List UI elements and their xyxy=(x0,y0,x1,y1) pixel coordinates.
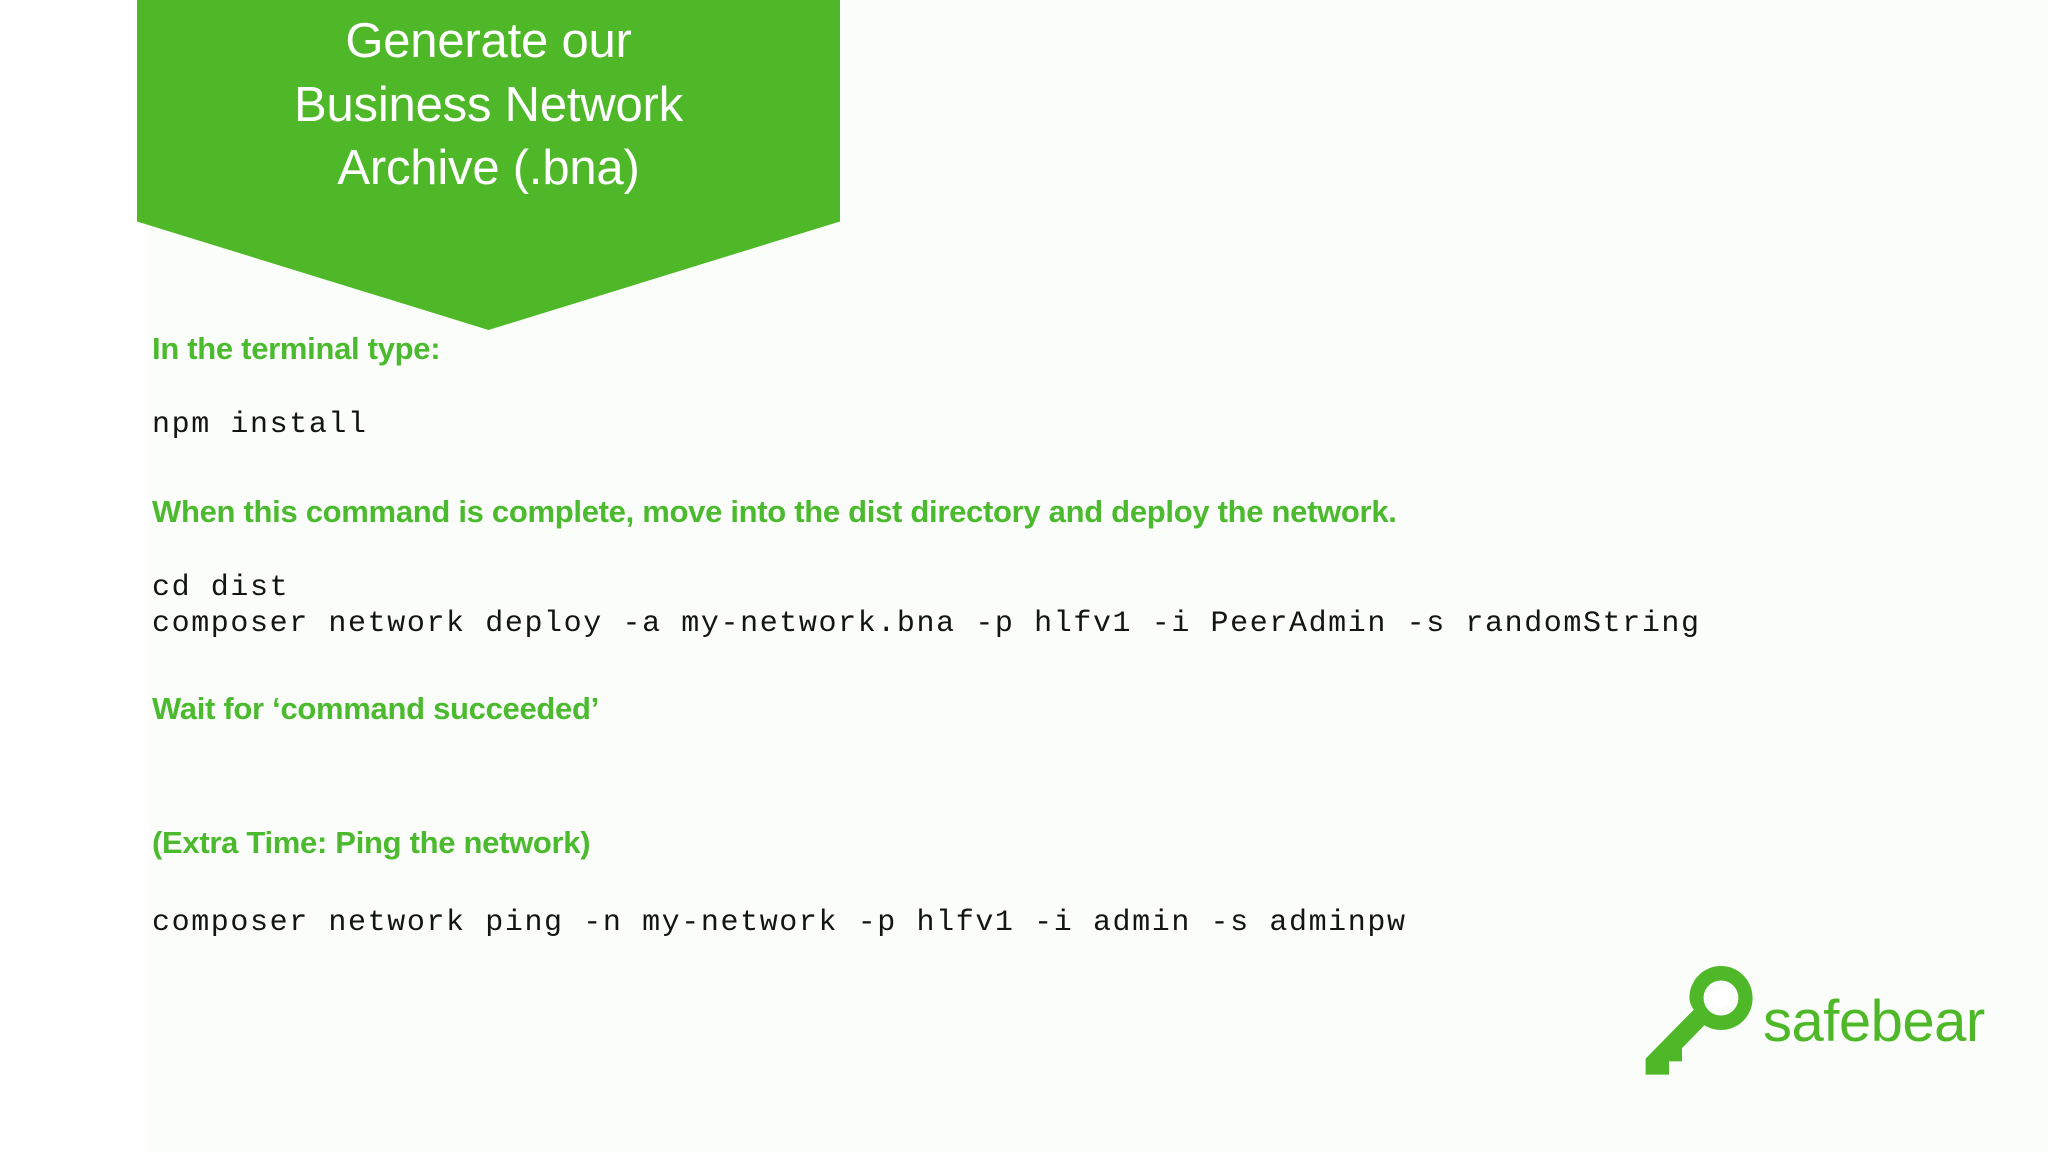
spacer xyxy=(152,367,1982,407)
instruction-extra-time-ping: (Extra Time: Ping the network) xyxy=(152,824,591,860)
command-composer-network-ping: composer network ping -n my-network -p h… xyxy=(152,905,1407,940)
spacer xyxy=(152,530,1982,570)
command-cd-dist: cd dist xyxy=(152,571,290,606)
instruction-terminal-type: In the terminal type: xyxy=(152,331,441,366)
instruction-wait-for-command-succeeded: Wait for ‘command succeeded’ xyxy=(152,691,599,727)
command-npm-install: npm install xyxy=(152,408,368,443)
slide-body: In the terminal type: npm install When t… xyxy=(152,330,1982,941)
instruction-move-into-dist: When this command is complete, move into… xyxy=(152,494,1397,530)
spacer xyxy=(152,443,1982,493)
banner-title: Generate our Business Network Archive (.… xyxy=(294,14,683,196)
safebear-logo: safebear xyxy=(1645,962,1985,1082)
safebear-wordmark: safebear xyxy=(1763,989,1985,1054)
spacer xyxy=(152,728,1982,824)
command-composer-network-deploy: composer network deploy -a my-network.bn… xyxy=(152,607,1701,642)
spacer xyxy=(152,642,1982,690)
spacer xyxy=(152,861,1982,905)
key-icon xyxy=(1645,966,1753,1075)
